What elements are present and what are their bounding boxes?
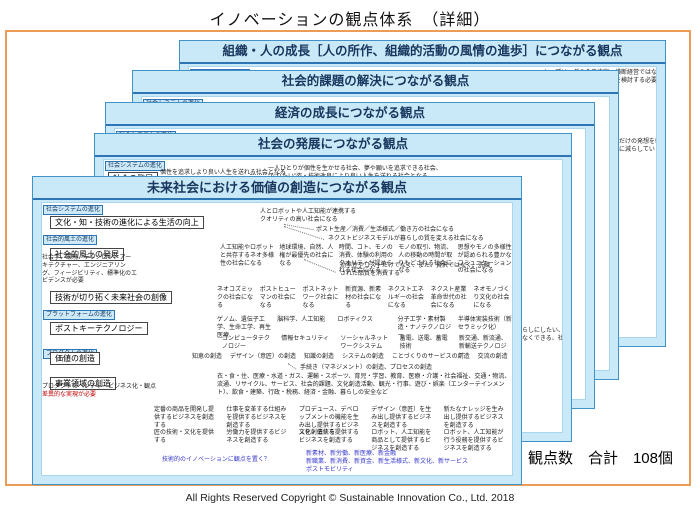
dotted-connector — [250, 174, 266, 175]
tech-row-1: ゲノム、遺伝子工学、生命工学、再生医療 脳科学、人工知能 ロボティクス 分子工学… — [217, 317, 512, 340]
card-economic-growth-header: 経済の成長につながる観点 — [106, 103, 594, 126]
note-quality-consumption: 効率性やコストだけでなく、また、贅沢ではなく、洗練された品質を消費する — [340, 263, 491, 277]
business-item: 仕事を変革する仕組みを提供するビジネスを創造する — [226, 407, 287, 429]
box-social-climate-development: 社会的風土の発展 — [50, 248, 124, 261]
creation-item: 知識の創造 — [304, 354, 335, 360]
future-society-item: ネオコズミックの社会になる — [217, 287, 254, 309]
total-viewpoints-label: 観点数 合計 108個 — [527, 450, 673, 467]
note-post-lifestyle: ポスト生産／消費／生活様式／働き方の社会になる — [316, 227, 455, 233]
creation-item: 交流の創造 — [477, 354, 508, 360]
business-grid-row-1: 定番の商品を開発し提供するビジネスを創造する 仕事を変革する仕組みを提供するビジ… — [154, 407, 508, 438]
future-society-item: ネクスト産業革命世代の社会になる — [430, 287, 467, 309]
society-note: 時間、コト、モノの消費、体験の利用のクオリティが認められる社会になる — [338, 245, 393, 275]
future-society-item: ポストネットワーク社会になる — [302, 287, 339, 309]
card4-note-fragment: …らしにしたい、心 …なくできる、社 — [516, 328, 563, 342]
box-business-domain-creation: 事業領域の創造 — [50, 377, 116, 390]
business-item: ロボット、人工知能を商品として提供するビジネスを創造する — [371, 430, 432, 452]
business-item: プロデュース、デベロップメントの機能を生み出し提供するビジネスを創造する — [298, 407, 359, 437]
business-grid-row-2: 匠の技術・文化を提供する 労働力を提供するビジネスを創造する 文化・伝統を提供す… — [154, 430, 508, 453]
tech-item: 分子工学・素材製造・ナノテクノロジー — [397, 317, 451, 339]
tech-item: 脳科学、人工知能 — [277, 317, 326, 323]
card-organization-growth-header: 組織・人の成長［人の所作、組織的活動の風情の進歩］につながる観点 — [180, 41, 665, 64]
card-future-value-creation: 未来社会における価値の創造につながる観点 社会システムの進化 文化・知・技術の進… — [32, 176, 522, 485]
box-future-society-image: 技術が切り拓く未来社会の創像 — [50, 291, 172, 304]
card-future-value-creation-header: 未来社会における価値の創造につながる観点 — [33, 177, 521, 200]
note-next-business-model: ネクストビジネスモデルが暮らしの質を変える社会になる — [328, 236, 484, 242]
future-society-item: ネオモノづくり文化の社会になる — [473, 287, 510, 309]
tech-item: コンピュータテクノロジー — [222, 336, 271, 350]
creation-item: ことづくりのサービスの創造 — [391, 354, 470, 360]
tech-item: 新交通、新流通、新輸送テクノロジー — [458, 336, 507, 358]
card4-note-left: 個性を追求しより良い人生を送れる社会となる — [160, 170, 286, 176]
note-evidence-required: 社会学、環境、テクノロジ、アーキテクチャー、エンジニアリング、フィージビリティ、… — [42, 255, 137, 285]
footnote-new-domains: 新素材、新労働、新医療、新金融 新職業、新消費、新資金、新生活様式、新文化、新サ… — [306, 451, 469, 473]
note-product-venture: プロダクトのベンチャービジネス化・観点 — [42, 384, 156, 390]
card-social-development-header: 社会の発展につながる観点 — [95, 134, 571, 157]
future-society-item: 新資源、新素材の社会になる — [345, 287, 382, 309]
note-differentiation-red: 差異的な実現が必要 — [42, 392, 97, 398]
tech-item: 蓄電、送電、蓄電技術 — [399, 336, 448, 350]
tech-item: 半導体実装技術（新セラミック化） — [457, 317, 512, 331]
card-social-issues-header: 社会的課題の解決につながる観点 — [133, 71, 618, 94]
tech-item: ソーシャルネットワークシステム — [340, 336, 389, 350]
tech-item: ゲノム、遺伝子工学、生命工学、再生医療 — [217, 317, 272, 339]
future-society-item: ネクストエネルギーの社会になる — [387, 287, 424, 309]
card1-note-fragment-mid: …だけの発想を転換 …に減らしていく — [613, 139, 657, 153]
business-item: デザイン（意匠）を生み出し提供するビジネスを創造する — [371, 407, 432, 429]
domain-list: 衣・食・住、医療・水道・ガス、運輸・スポーツ、育児・学習、教育、医療・介護・社会… — [217, 374, 511, 396]
footnote-tech-innovation: 技術的のイノベーションに観点を置く？ — [162, 457, 270, 463]
box-value-creation: 価値の創造 — [50, 352, 100, 365]
copyright-footer: All Rights Reserved Copyright © Sustaina… — [185, 492, 515, 504]
tech-item: ロボティクス — [337, 317, 373, 323]
business-item: 定番の商品を開発し提供するビジネスを創造する — [154, 407, 215, 429]
note-robot-ai-quality: 人とロボットや人工知能が連携する クオリティの高い社会になる — [260, 209, 357, 223]
business-item: ロボット、人工知能が行う役務を提供するビジネスを創造する — [443, 430, 504, 452]
box-post-key-technology: ポストキーテクノロジー — [50, 322, 148, 335]
business-item: 匠の技術・文化を提供する — [154, 430, 215, 444]
future-society-row: ネオコズミックの社会になる ポストヒューマンの社会になる ポストネットワーク社会… — [217, 287, 512, 310]
society-note: 地球環境、自然、人権が最優先の社会になる — [279, 245, 334, 267]
dotted-connector — [287, 363, 297, 370]
tag-social-system-evolution: 社会システムの進化 — [105, 161, 165, 171]
creation-note: 手続き（マネジメント）の創造、プロセスの創造 — [300, 365, 433, 371]
creation-item: 知恵の創造 — [192, 354, 223, 360]
creation-item: デザイン（意匠）の創造 — [230, 354, 297, 360]
business-item: 新たなナレッジを生み出し提供するビジネスを創造する — [443, 407, 504, 429]
card-future-value-creation-body: 社会システムの進化 文化・知・技術の進化による生活の向上 人とロボットや人工知能… — [41, 202, 513, 476]
box-culture-knowledge-tech: 文化・知・技術の進化による生活の向上 — [50, 216, 204, 229]
business-item: 労働力を提供するビジネスを創造する — [226, 430, 287, 444]
tag-social-system-evolution: 社会システムの進化 — [43, 205, 103, 215]
creation-item: システムの創造 — [342, 354, 384, 360]
business-item: 文化・伝統を提供するビジネスを創造する — [298, 430, 359, 444]
diagram-frame: 組織・人の成長［人の所作、組織的活動の風情の進歩］につながる観点 社会システムの… — [5, 30, 691, 486]
creation-row: 知恵の創造 デザイン（意匠）の創造 知識の創造 システムの創造 ことづくりのサー… — [192, 354, 512, 362]
tech-row-2: コンピュータテクノロジー 情報セキュリティ ソーシャルネットワークシステム 蓄電… — [222, 336, 512, 359]
tag-social-climate-evolution: 社会的風土の進化 — [43, 235, 98, 245]
tag-platform-evolution: プラットフォームの進化 — [43, 310, 115, 320]
society-notes-row: 人工知能やロボットと共存するネオ多様性の社会になる 地球環境、自然、人権が最優先… — [220, 245, 512, 276]
page-title: イノベーションの観点体系 （詳細） — [209, 12, 491, 29]
society-note: 人工知能やロボットと共存するネオ多様性の社会になる — [220, 245, 275, 267]
society-note: 思想やモノの多様性が認められる豊かなコミュニケーションの社会になる — [457, 245, 512, 275]
society-note: モノの取引、物流、人の移動の時間が取りもどされる社会になる — [398, 245, 453, 275]
future-society-item: ポストヒューマンの社会になる — [259, 287, 296, 309]
tech-item: 情報セキュリティ — [281, 336, 329, 342]
